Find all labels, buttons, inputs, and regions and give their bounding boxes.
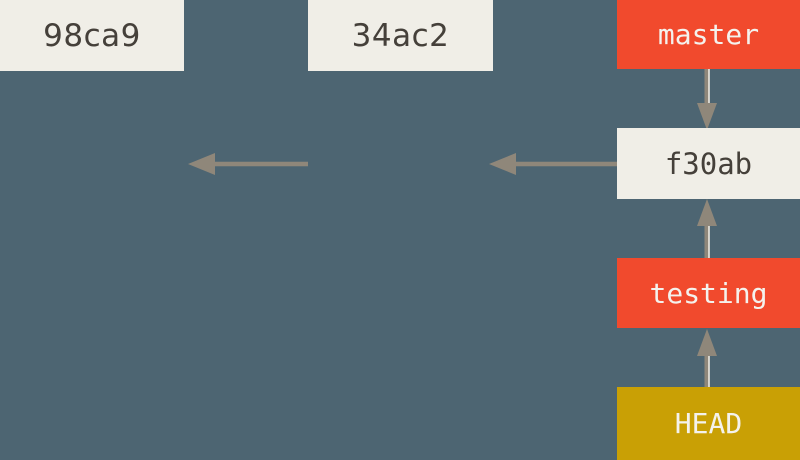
branch-name: testing: [649, 276, 768, 310]
head-name: HEAD: [674, 407, 743, 440]
branch-name: master: [657, 18, 760, 51]
arrow-f30ab-to-34ac2: [489, 153, 617, 175]
commit-hash: 98ca9: [43, 17, 141, 54]
arrow-testing-to-f30ab: [697, 199, 717, 258]
commit-node-34ac2: 34ac2: [308, 0, 493, 71]
arrow-master-to-f30ab: [697, 69, 717, 130]
commit-node-98ca9: 98ca9: [0, 0, 184, 71]
commit-node-f30ab: f30ab: [617, 128, 800, 199]
branch-label-master: master: [617, 0, 800, 69]
head-label: HEAD: [617, 387, 800, 460]
branch-label-testing: testing: [617, 258, 800, 328]
commit-hash: f30ab: [664, 146, 753, 181]
commit-hash: 34ac2: [351, 17, 450, 54]
arrow-34ac2-to-98ca9: [188, 153, 308, 175]
arrow-head-to-testing: [697, 329, 717, 387]
